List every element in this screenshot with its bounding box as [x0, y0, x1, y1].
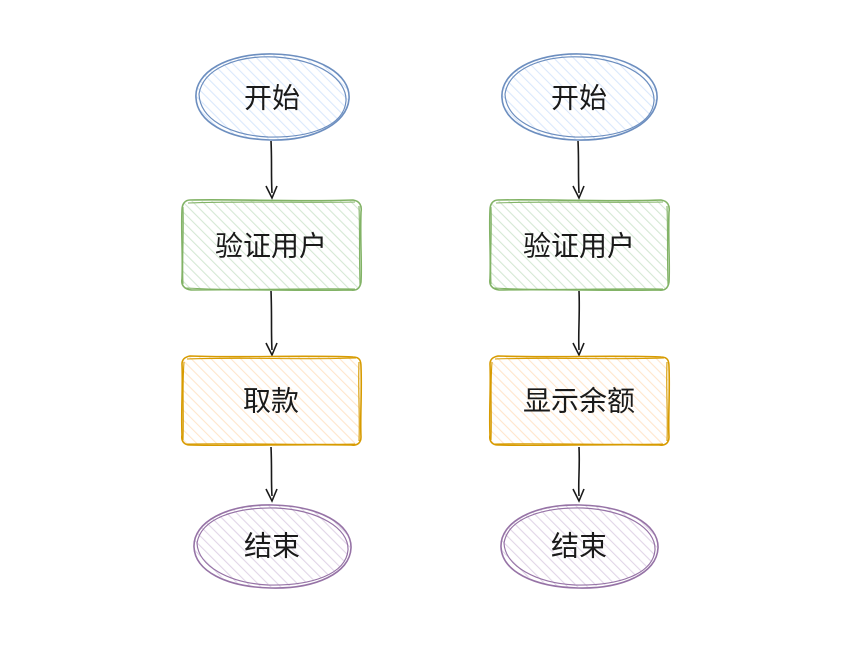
arrow-connector	[265, 446, 278, 503]
withdraw-node-label: 取款	[243, 385, 299, 418]
end-node[interactable]: 结束	[193, 504, 352, 589]
show-balance-node-outline	[488, 355, 671, 447]
end-node-label: 结束	[244, 530, 300, 563]
show-balance-node-outline-2	[490, 357, 668, 445]
withdraw-node-outline-2	[182, 357, 360, 445]
show-balance-node[interactable]: 显示余额	[488, 355, 671, 447]
arrow-connector	[265, 140, 278, 200]
verify-user-node[interactable]: 验证用户	[488, 198, 671, 292]
show-balance-node-label: 显示余额	[523, 385, 635, 418]
verify-user-node-shape	[490, 201, 668, 290]
end-node-outline-2	[503, 507, 656, 586]
show-balance-node-shape	[490, 357, 668, 445]
end-node[interactable]: 结束	[500, 504, 659, 589]
withdraw-node-outline	[180, 355, 363, 447]
arrow-connector	[572, 446, 585, 503]
start-node-outline-2	[198, 56, 347, 138]
flow-right: 开始 验证用户 显示余额	[488, 53, 671, 589]
start-node-label: 开始	[551, 82, 607, 115]
verify-user-node-outline-2	[490, 201, 669, 290]
start-node-label: 开始	[244, 82, 300, 115]
start-node[interactable]: 开始	[195, 53, 350, 141]
verify-user-node-label: 验证用户	[215, 230, 327, 263]
end-node-outline	[193, 504, 352, 589]
verify-user-node-shape	[182, 201, 360, 290]
verify-user-node-outline-2	[182, 201, 361, 290]
start-node[interactable]: 开始	[501, 53, 658, 141]
flow-left: 开始 验证用户 取款	[180, 53, 363, 589]
end-node-shape	[194, 505, 350, 587]
start-node-outline	[501, 53, 658, 141]
verify-user-node[interactable]: 验证用户	[180, 198, 363, 292]
end-node-label: 结束	[551, 530, 607, 563]
verify-user-node-outline	[488, 198, 671, 292]
arrow-connector	[265, 290, 278, 357]
end-node-outline	[500, 504, 659, 589]
arrow-connector	[572, 290, 585, 357]
verify-user-node-outline	[180, 198, 363, 292]
start-node-shape	[195, 54, 349, 140]
end-node-shape	[501, 505, 657, 587]
arrow-connector	[572, 140, 585, 200]
start-node-outline-2	[504, 56, 655, 138]
start-node-shape	[501, 54, 657, 140]
withdraw-node-shape	[182, 357, 360, 445]
withdraw-node[interactable]: 取款	[180, 355, 363, 447]
start-node-outline	[195, 53, 350, 141]
end-node-outline-2	[196, 507, 349, 586]
verify-user-node-label: 验证用户	[523, 230, 635, 263]
